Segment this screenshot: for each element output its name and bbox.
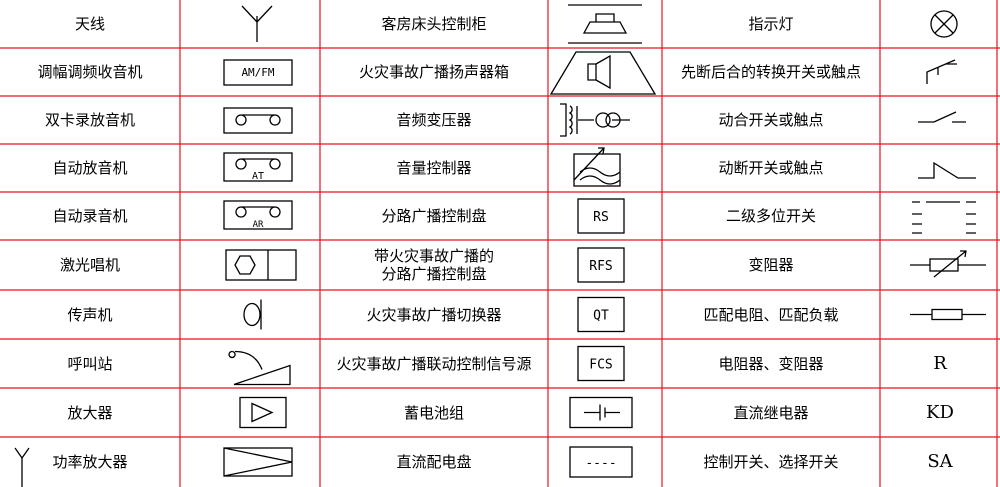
auto-recorder-box bbox=[223, 200, 293, 230]
component-name-left: 激光唱机 bbox=[59, 256, 120, 274]
panel-label-6: QT bbox=[593, 309, 609, 324]
symbol-code: R bbox=[933, 352, 947, 374]
cassette-reels bbox=[235, 114, 281, 126]
component-name-right: 控制开关、选择开关 bbox=[703, 453, 839, 471]
component-name-middle: 客房床头控制柜 bbox=[381, 15, 487, 33]
rheostat-leads bbox=[910, 250, 986, 278]
volume-waves bbox=[573, 147, 621, 185]
component-name-left: 传声机 bbox=[67, 305, 113, 324]
auto-player-box bbox=[223, 152, 293, 182]
bedside-cabinet-symbol bbox=[568, 4, 642, 44]
indicator-cross bbox=[934, 14, 954, 34]
component-name-left: 调幅调频收音机 bbox=[37, 63, 143, 81]
rheostat-body bbox=[929, 258, 959, 272]
cd-player-box bbox=[225, 249, 297, 281]
component-name-right: 电阻器、变阻器 bbox=[718, 354, 824, 373]
panel-box-6 bbox=[577, 296, 625, 333]
component-name-left: 放大器 bbox=[67, 403, 113, 422]
panel-box-7 bbox=[577, 345, 625, 382]
component-name-right: 变阻器 bbox=[748, 256, 794, 274]
multi-position-switch bbox=[912, 201, 976, 234]
symbol-code: SA bbox=[927, 451, 953, 472]
component-name-middle: 音频变压器 bbox=[396, 111, 472, 129]
component-name-right: 匹配电阻、匹配负载 bbox=[703, 305, 839, 324]
power-amp-box bbox=[223, 447, 293, 477]
component-name-middle: 分路广播控制盘 bbox=[381, 207, 487, 225]
component-name-middle: 火灾事故广播切换器 bbox=[366, 305, 502, 324]
matching-resistor-body bbox=[931, 308, 963, 321]
battery-cells bbox=[584, 404, 620, 421]
panel-label-5: RFS bbox=[589, 259, 612, 274]
panel-label-7: FCS bbox=[589, 358, 612, 373]
battery-box bbox=[569, 396, 633, 429]
power-amp-antenna bbox=[14, 447, 30, 487]
component-name-right: 动断开关或触点 bbox=[718, 159, 824, 177]
cd-hexagon bbox=[234, 255, 256, 275]
component-name-right: 先断后合的转换开关或触点 bbox=[680, 63, 861, 81]
component-name-left: 呼叫站 bbox=[67, 354, 113, 373]
power-amp-triangle bbox=[223, 447, 293, 477]
auto-player-label: AT bbox=[252, 171, 264, 182]
cassette-box bbox=[223, 107, 293, 134]
panel-box-4 bbox=[577, 198, 625, 234]
component-name-middle: 火灾事故广播联动控制信号源 bbox=[336, 354, 532, 373]
auto-recorder-label: AR bbox=[253, 220, 264, 230]
call-station-symbol bbox=[228, 350, 291, 386]
transformer-coil-b bbox=[605, 112, 621, 128]
component-name-left: 双卡录放音机 bbox=[44, 111, 135, 129]
component-name-middle: 带火灾事故广播的 分路广播控制盘 bbox=[373, 247, 494, 283]
component-name-middle: 直流配电盘 bbox=[396, 453, 472, 471]
indicator-lamp bbox=[930, 10, 958, 38]
antenna-symbol bbox=[241, 5, 273, 42]
symbol-code: KD bbox=[926, 401, 954, 423]
component-name-left: 自动放音机 bbox=[52, 159, 128, 177]
component-name-right: 二级多位开关 bbox=[725, 207, 816, 225]
am-fm-label: AM/FM bbox=[241, 66, 274, 79]
component-name-middle: 蓄电池组 bbox=[403, 403, 464, 422]
symbol-column-graphics: AM/FM AT AR RS RFS QT FCS ---- bbox=[14, 4, 986, 487]
transformer-coil-a bbox=[595, 112, 611, 128]
component-name-left: 自动录音机 bbox=[52, 207, 128, 225]
changeover-switch bbox=[926, 59, 957, 84]
microphone-head bbox=[243, 302, 261, 327]
break-contact bbox=[918, 161, 976, 179]
component-name-middle: 火灾事故广播扬声器箱 bbox=[358, 63, 509, 81]
component-name-right: 直流继电器 bbox=[733, 403, 809, 422]
auto-recorder-reels bbox=[235, 206, 281, 218]
auto-player-reels bbox=[235, 158, 281, 170]
component-name-left: 功率放大器 bbox=[52, 453, 128, 471]
fire-speaker-box bbox=[549, 51, 657, 95]
volume-box bbox=[573, 153, 621, 187]
panel-label-4: RS bbox=[593, 210, 609, 225]
component-name-left: 天线 bbox=[74, 15, 105, 33]
audio-transformer-symbol bbox=[560, 103, 630, 137]
dc-panel-label: ---- bbox=[585, 456, 616, 471]
component-name-middle: 音量控制器 bbox=[396, 159, 472, 177]
component-name-right: 指示灯 bbox=[748, 15, 794, 33]
make-contact bbox=[918, 111, 966, 123]
dc-panel-box bbox=[569, 446, 633, 478]
amplifier-box bbox=[239, 396, 287, 429]
component-name-right: 动合开关或触点 bbox=[718, 111, 824, 129]
am-fm-box bbox=[223, 59, 293, 86]
panel-box-5 bbox=[577, 247, 625, 283]
amplifier-triangle bbox=[251, 402, 274, 423]
